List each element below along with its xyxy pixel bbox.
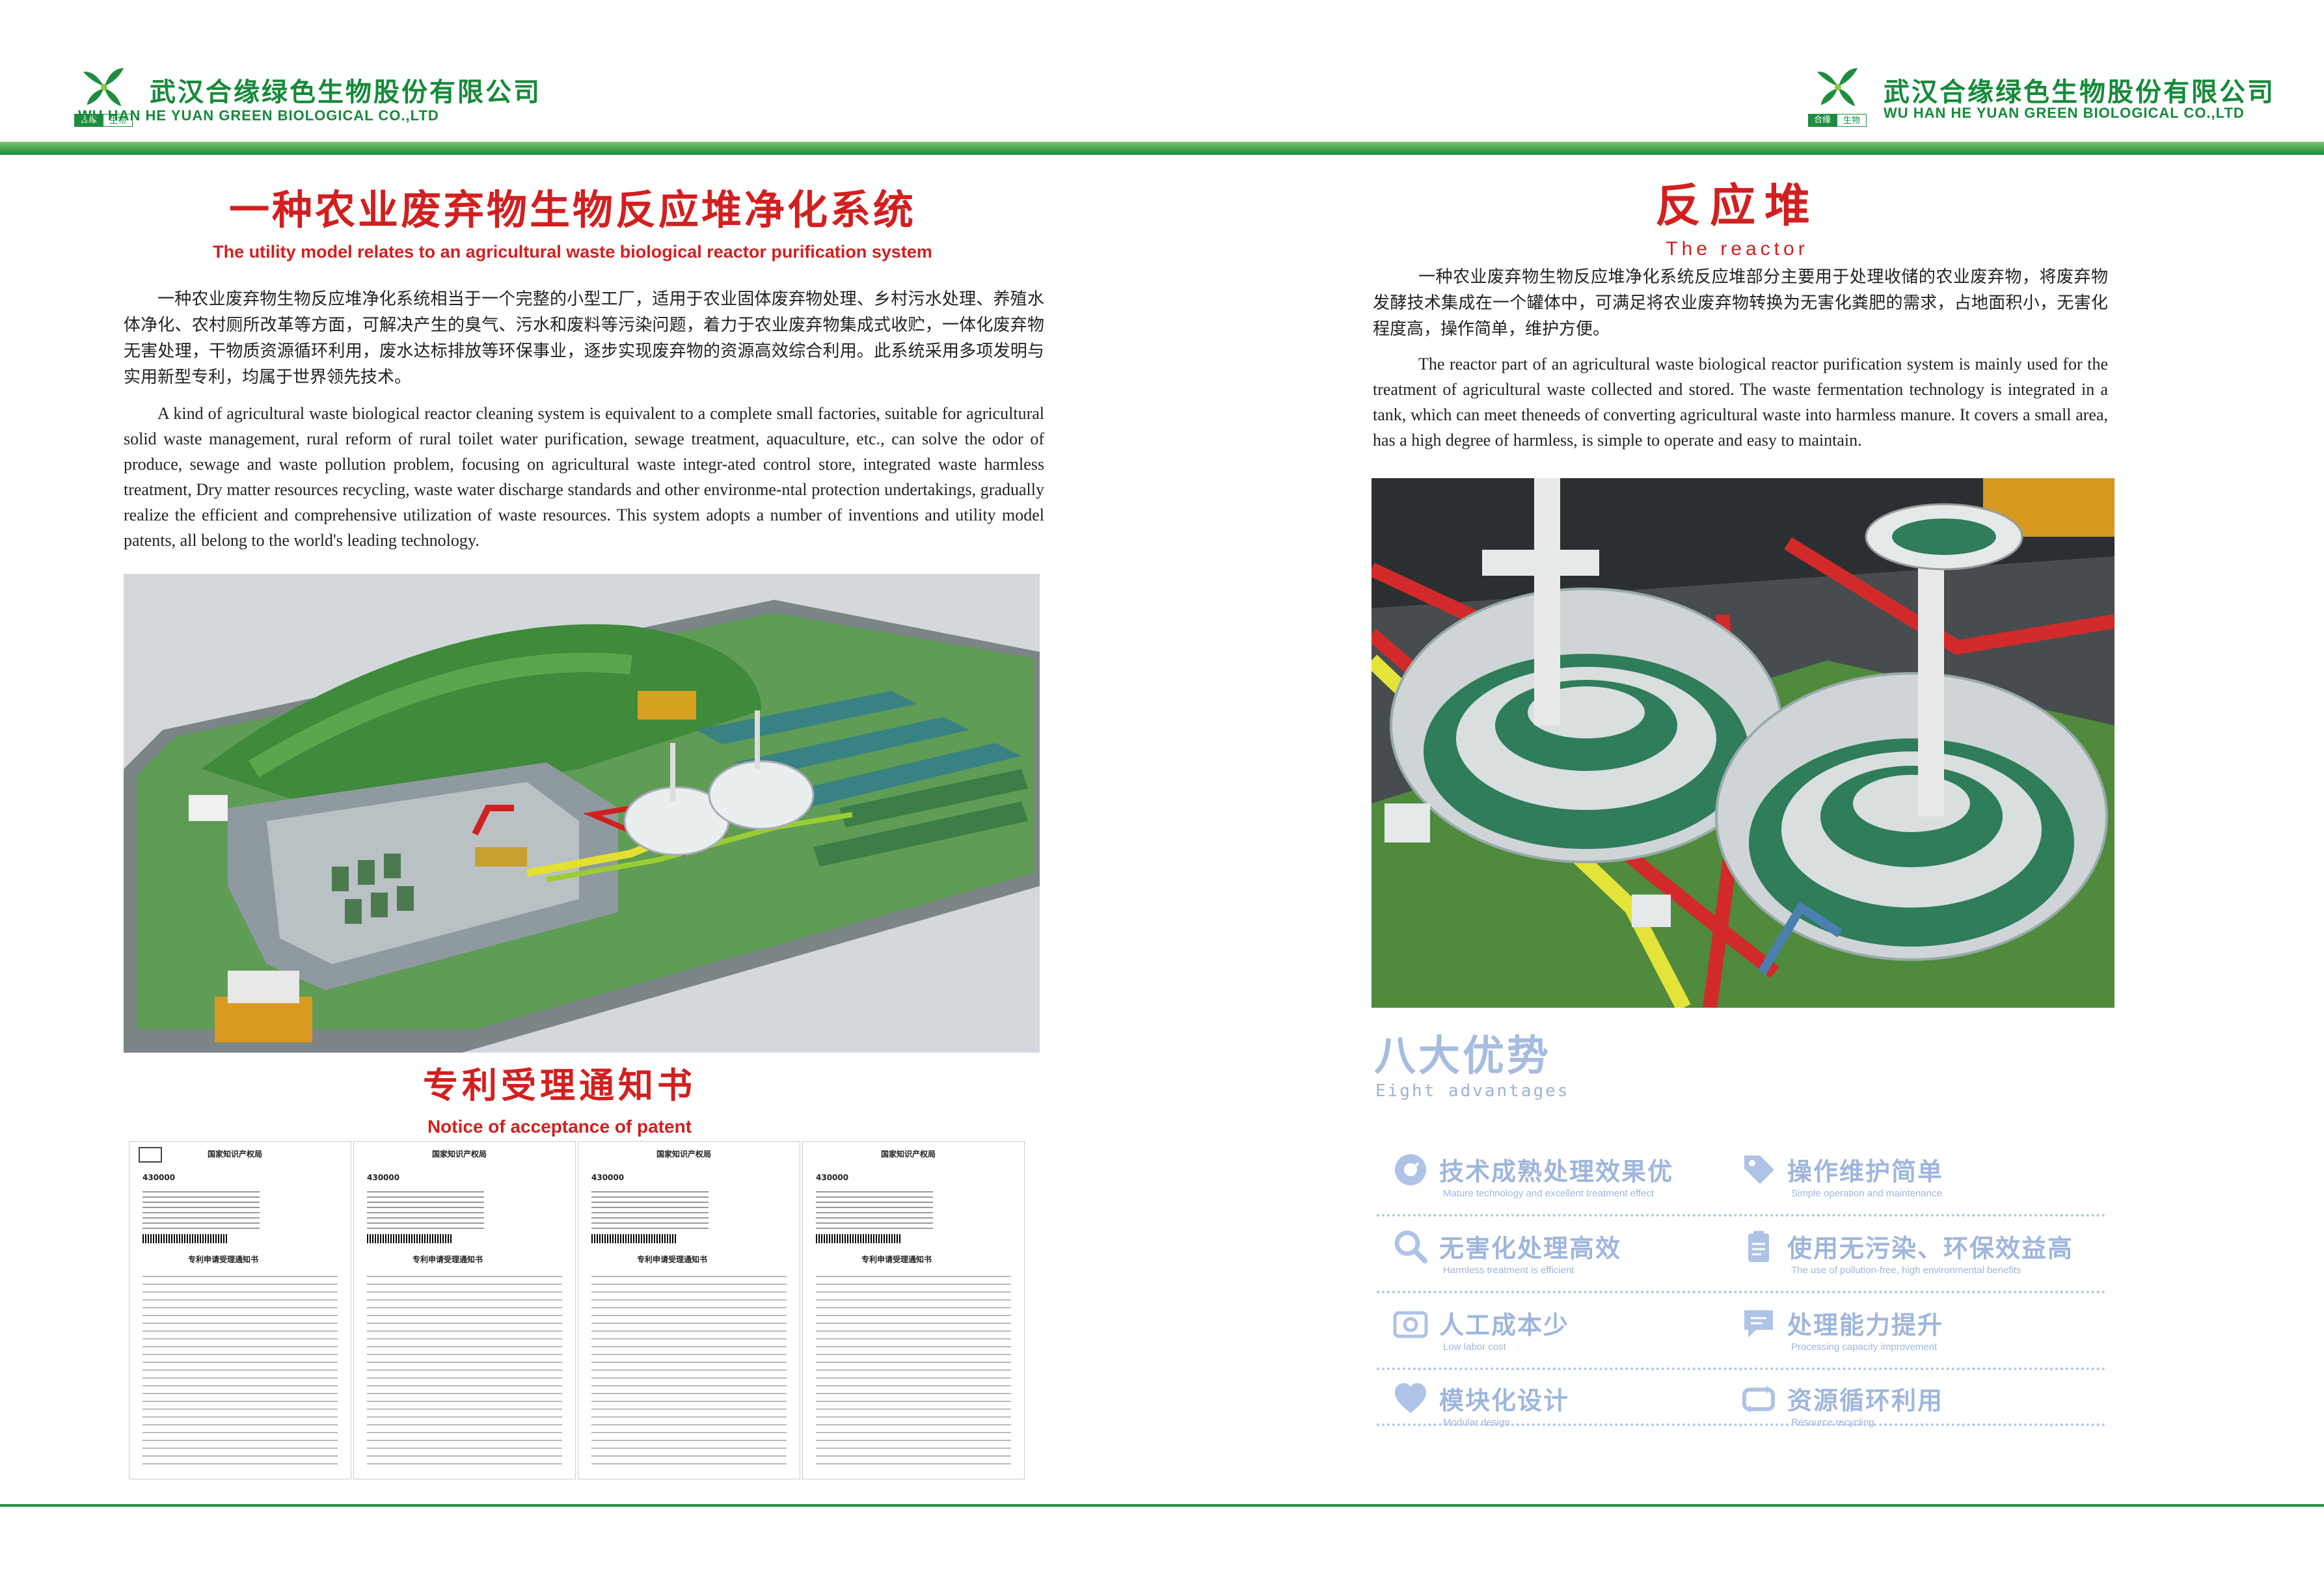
patent-office: 国家知识产权局 xyxy=(432,1150,487,1159)
patent-office: 国家知识产权局 xyxy=(208,1150,263,1159)
patent-notice: 国家知识产权局 430000 专利申请受理通知书 xyxy=(578,1141,800,1479)
chat-icon xyxy=(1744,1310,1773,1338)
patent-code: 430000 xyxy=(367,1173,400,1182)
advantage-item: 模块化设计 Modular design xyxy=(1392,1375,1783,1447)
right-title-en: The reactor xyxy=(1666,238,1809,260)
patent-doc-title: 专利申请受理通知书 xyxy=(188,1255,259,1264)
patent-doc-title: 专利申请受理通知书 xyxy=(412,1255,483,1264)
right-paragraph-en: The reactor part of an agricultural wast… xyxy=(1373,355,2108,450)
patent-notice: 国家知识产权局 430000 专利申请受理通知书 xyxy=(353,1141,576,1479)
patent-notice: 国家知识产权局 430000 专利申请受理通知书 xyxy=(129,1141,351,1479)
patent-notice: 国家知识产权局 430000 专利申请受理通知书 xyxy=(802,1141,1025,1479)
advantage-label-cn: 操作维护简单 xyxy=(1787,1157,1944,1186)
logo-tag-left: 合缘 xyxy=(74,114,103,127)
footer-green-rule xyxy=(0,1504,2324,1507)
advantage-item: 处理能力提升 Processing capacity improvement xyxy=(1740,1300,2131,1371)
advantage-label-cn: 模块化设计 xyxy=(1439,1386,1570,1415)
advantage-item: 技术成熟处理效果优 Mature technology and excellen… xyxy=(1392,1146,1783,1218)
left-paragraph-cn: 一种农业废弃物生物反应堆净化系统相当于一个完整的小型工厂，适用于农业固体废弃物处… xyxy=(124,290,1044,387)
tag-icon xyxy=(1744,1155,1774,1184)
patent-title-en: Notice of acceptance of patent xyxy=(427,1116,692,1137)
company-logo-icon xyxy=(83,68,124,107)
patent-code: 430000 xyxy=(816,1173,849,1182)
advantage-item: 操作维护简单 Simple operation and maintenance xyxy=(1740,1146,2131,1218)
divider xyxy=(1377,1214,2105,1217)
patent-code: 430000 xyxy=(142,1173,176,1182)
advantages-grid: 技术成熟处理效果优 Mature technology and excellen… xyxy=(1377,1146,2121,1433)
logo-tag: 合缘 生物 xyxy=(74,114,133,127)
company-name-cn: 武汉合缘绿色生物股份有限公司 xyxy=(1884,77,2275,107)
advantage-item: 人工成本少 Low labor cost xyxy=(1392,1300,1783,1371)
logo-tag: 合缘 生物 xyxy=(1808,114,1867,127)
advantage-label-cn: 技术成熟处理效果优 xyxy=(1439,1157,1674,1186)
advantage-label-en: Harmless treatment is efficient xyxy=(1443,1265,1574,1276)
advantage-label-cn: 无害化处理高效 xyxy=(1439,1234,1622,1263)
patent-title-cn: 专利受理通知书 xyxy=(423,1065,696,1106)
advantage-label-en: Resource recycling xyxy=(1791,1417,1874,1428)
left-paragraph-en: A kind of agricultural waste biological … xyxy=(124,404,1044,550)
advantage-label-en: The use of pollution-free, high environm… xyxy=(1791,1265,2021,1276)
magnifier-icon xyxy=(1394,1230,1427,1263)
reactor-image xyxy=(1371,478,2115,1008)
left-title-cn: 一种农业废弃物生物反应堆净化系统 xyxy=(228,186,916,234)
logo-tag-left: 合缘 xyxy=(1808,114,1837,127)
patent-doc-title: 专利申请受理通知书 xyxy=(637,1255,708,1264)
advantage-label-en: Modular design xyxy=(1443,1417,1510,1428)
patent-office: 国家知识产权局 xyxy=(656,1150,712,1159)
clipboard-icon xyxy=(1748,1231,1769,1262)
advantage-label-cn: 处理能力提升 xyxy=(1787,1311,1944,1340)
gauge-icon xyxy=(1395,1154,1426,1185)
company-name-cn: 武汉合缘绿色生物股份有限公司 xyxy=(150,77,541,107)
left-title-en: The utility model relates to an agricult… xyxy=(213,242,932,262)
heart-icon xyxy=(1395,1383,1426,1413)
advantage-label-cn: 资源循环利用 xyxy=(1787,1386,1944,1415)
recycle-icon xyxy=(1742,1386,1775,1413)
patent-doc-title: 专利申请受理通知书 xyxy=(861,1255,932,1264)
divider xyxy=(1377,1368,2105,1370)
company-logo-icon xyxy=(1817,68,1858,107)
advantages-title-en: Eight advantages xyxy=(1375,1081,1570,1101)
logo-tag-right: 生物 xyxy=(103,114,133,127)
camera-icon xyxy=(1393,1311,1428,1338)
divider xyxy=(1377,1423,2105,1426)
advantages-title-cn: 八大优势 xyxy=(1374,1032,1551,1081)
advantage-item: 资源循环利用 Resource recycling xyxy=(1740,1375,2131,1447)
advantage-label-cn: 人工成本少 xyxy=(1439,1311,1570,1340)
advantage-label-en: Low labor cost xyxy=(1443,1341,1506,1353)
patent-office: 国家知识产权局 xyxy=(881,1150,936,1159)
patent-code: 430000 xyxy=(591,1173,625,1182)
header-green-band xyxy=(0,142,2324,155)
advantage-item: 使用无污染、环保效益高 The use of pollution-free, h… xyxy=(1740,1223,2131,1295)
advantage-label-en: Mature technology and excellent treatmen… xyxy=(1443,1188,1655,1199)
system-overview-image xyxy=(124,574,1040,1053)
company-name-en: WU HAN HE YUAN GREEN BIOLOGICAL CO.,LTD xyxy=(1884,105,2245,121)
patent-notices: 国家知识产权局 430000 专利申请受理通知书 国家知识产权局 430000 … xyxy=(129,1141,1027,1479)
logo-tag-right: 生物 xyxy=(1837,114,1867,127)
right-title-cn: 反应堆 xyxy=(1655,179,1819,232)
advantage-item: 无害化处理高效 Harmless treatment is efficient xyxy=(1392,1223,1783,1295)
advantage-label-cn: 使用无污染、环保效益高 xyxy=(1787,1234,2074,1263)
divider xyxy=(1377,1291,2105,1293)
advantage-label-en: Processing capacity improvement xyxy=(1791,1341,1938,1353)
company-name-en: WU HAN HE YUAN GREEN BIOLOGICAL CO.,LTD xyxy=(78,107,439,124)
right-paragraph-cn: 一种农业废弃物生物反应堆净化系统反应堆部分主要用于处理收储的农业废弃物，将废弃物… xyxy=(1373,267,2108,339)
advantage-label-en: Simple operation and maintenance xyxy=(1791,1188,1942,1199)
